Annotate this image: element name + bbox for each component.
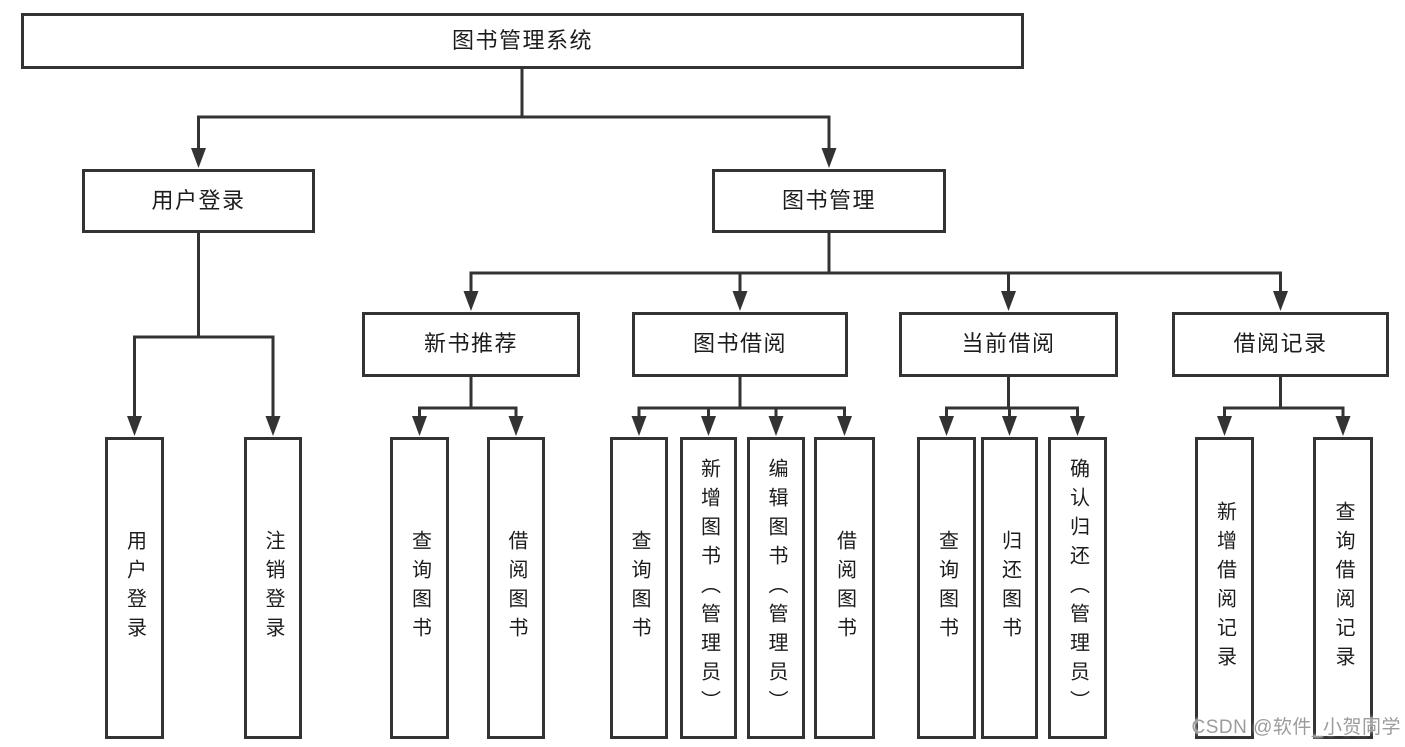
leaf-recommend-query-books: 查询图书 [390, 437, 449, 739]
connector-borrowing-records-children [1217, 377, 1351, 436]
connector-book-management-children [463, 233, 1288, 311]
node-label: 新增借阅记录 [1213, 501, 1236, 675]
node-label: 当前借阅 [961, 331, 1056, 357]
connector-current-borrowing-children [939, 377, 1085, 436]
leaf-current-confirm-return-admin: 确认归还（管理员） [1048, 437, 1107, 739]
leaf-borrowing-query-books: 查询图书 [610, 437, 668, 739]
leaf-records-query-borrow-record: 查询借阅记录 [1313, 437, 1373, 739]
node-label: 查询图书 [935, 530, 958, 646]
node-label: 归还图书 [998, 530, 1021, 646]
leaf-current-return-books: 归还图书 [981, 437, 1038, 739]
node-label: 图书借阅 [692, 331, 787, 357]
leaf-recommend-borrow-books: 借阅图书 [487, 437, 545, 739]
node-user-login: 用户登录 [82, 169, 315, 233]
connector-new-book-recommend-children [412, 377, 524, 436]
leaf-borrowing-edit-books-admin: 编辑图书（管理员） [747, 437, 805, 739]
node-label: 新书推荐 [423, 331, 518, 357]
connector-root-to-level2 [191, 68, 837, 168]
node-book-management: 图书管理 [712, 169, 946, 233]
connector-user-login-children [127, 233, 281, 436]
leaf-user-login: 用户登录 [105, 437, 164, 739]
node-label: 用户登录 [151, 187, 246, 213]
leaf-borrowing-borrow-books: 借阅图书 [814, 437, 875, 739]
connector-book-borrowing-children [631, 377, 852, 436]
leaf-records-add-borrow-record: 新增借阅记录 [1195, 437, 1254, 739]
node-label: 借阅记录 [1233, 331, 1328, 357]
node-new-book-recommend: 新书推荐 [362, 312, 580, 377]
leaf-logout-login: 注销登录 [244, 437, 302, 739]
node-book-borrowing: 图书借阅 [632, 312, 848, 377]
leaf-current-query-books: 查询图书 [917, 437, 976, 739]
node-current-borrowing: 当前借阅 [899, 312, 1118, 377]
node-label: 查询图书 [628, 530, 650, 646]
node-label: 编辑图书（管理员） [765, 457, 787, 719]
node-label: 确认归还（管理员） [1066, 457, 1089, 719]
csdn-watermark: CSDN @软件_小贺同学 [1191, 717, 1401, 738]
leaf-borrowing-add-books-admin: 新增图书（管理员） [680, 437, 737, 739]
node-label: 借阅图书 [505, 530, 527, 646]
node-label: 新增图书（管理员） [697, 457, 720, 719]
node-label: 注销登录 [262, 530, 284, 646]
node-borrowing-records: 借阅记录 [1172, 312, 1389, 377]
node-label: 图书管理系统 [451, 27, 593, 53]
node-label: 图书管理 [781, 187, 876, 213]
node-root: 图书管理系统 [21, 13, 1024, 69]
node-label: 查询借阅记录 [1332, 501, 1354, 675]
node-label: 用户登录 [123, 530, 146, 646]
node-label: 查询图书 [408, 530, 431, 646]
node-label: 借阅图书 [833, 530, 856, 646]
